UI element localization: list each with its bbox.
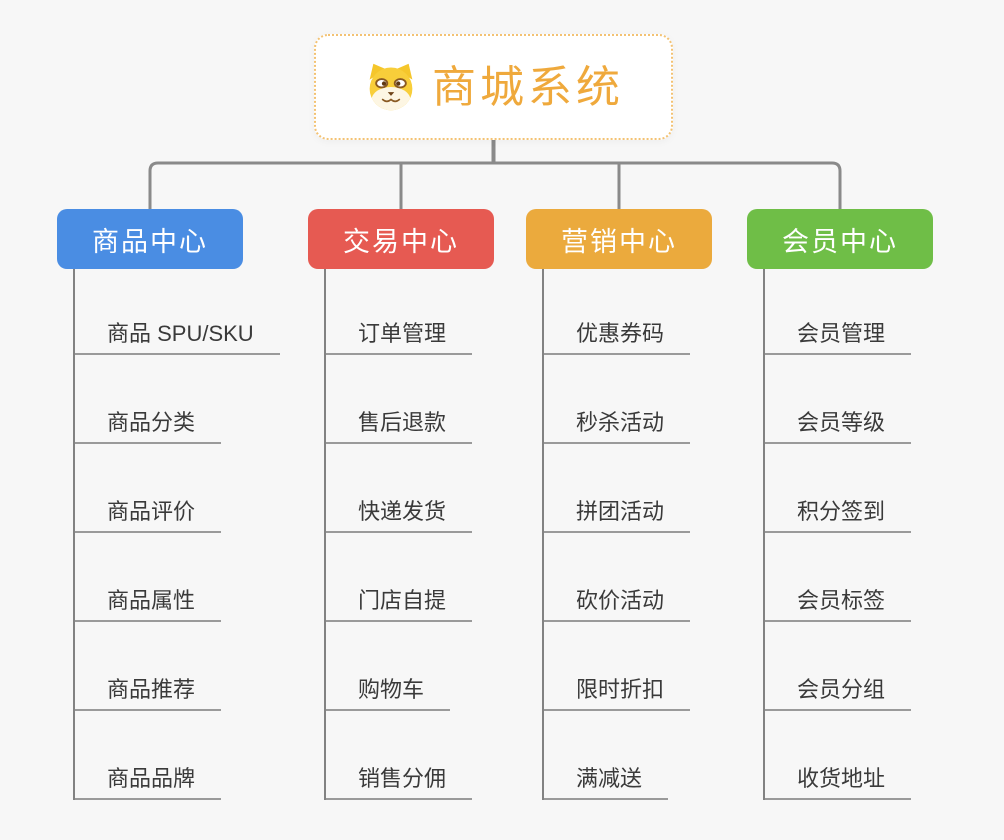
root-title: 商城系统: [432, 63, 624, 112]
leaf-node: 门店自提: [326, 533, 494, 622]
leaf-node: 快递发货: [326, 444, 494, 533]
branch-member-center: 会员中心 会员管理 会员等级 积分签到 会员标签 会员分组 收货地址: [747, 209, 933, 800]
branch-node-marketing-center[interactable]: 营销中心: [526, 209, 712, 269]
leaf-label[interactable]: 秒杀活动: [544, 409, 691, 444]
leaf-node: 优惠券码: [544, 269, 712, 355]
leaf-label[interactable]: 售后退款: [326, 409, 473, 444]
leaf-node: 砍价活动: [544, 533, 712, 622]
dog-icon: [369, 63, 413, 111]
leaf-node: 商品推荐: [75, 622, 243, 711]
branch-trade-center: 交易中心 订单管理 售后退款 快递发货 门店自提 购物车 销售分佣: [308, 209, 494, 800]
leaf-node: 会员标签: [765, 533, 933, 622]
leaf-node: 拼团活动: [544, 444, 712, 533]
branch-product-center: 商品中心 商品 SPU/SKU 商品分类 商品评价 商品属性 商品推荐 商品品牌: [57, 209, 280, 800]
branch-node-trade-center[interactable]: 交易中心: [308, 209, 494, 269]
leaf-label[interactable]: 商品 SPU/SKU: [75, 320, 280, 355]
branch-node-product-center[interactable]: 商品中心: [57, 209, 243, 269]
leaf-label[interactable]: 商品分类: [75, 409, 222, 444]
leaf-label[interactable]: 商品品牌: [75, 765, 222, 800]
leaf-label[interactable]: 收货地址: [765, 765, 912, 800]
leaf-label[interactable]: 快递发货: [326, 498, 473, 533]
leaf-node: 商品分类: [75, 355, 243, 444]
leaf-node: 商品评价: [75, 444, 243, 533]
leaf-label[interactable]: 商品属性: [75, 587, 222, 622]
leaf-label[interactable]: 商品评价: [75, 498, 222, 533]
leaf-node: 收货地址: [765, 711, 933, 800]
leaf-node: 销售分佣: [326, 711, 494, 800]
branch-items-product-center: 商品 SPU/SKU 商品分类 商品评价 商品属性 商品推荐 商品品牌: [73, 269, 280, 800]
branch-items-trade-center: 订单管理 售后退款 快递发货 门店自提 购物车 销售分佣: [324, 269, 494, 800]
leaf-node: 满减送: [544, 711, 712, 800]
leaf-node: 售后退款: [326, 355, 494, 444]
leaf-label[interactable]: 会员标签: [765, 587, 912, 622]
branch-node-member-center[interactable]: 会员中心: [747, 209, 933, 269]
leaf-node: 商品 SPU/SKU: [75, 269, 280, 355]
leaf-label[interactable]: 会员分组: [765, 676, 912, 711]
leaf-node: 秒杀活动: [544, 355, 712, 444]
leaf-node: 商品品牌: [75, 711, 243, 800]
leaf-node: 商品属性: [75, 533, 243, 622]
branch-marketing-center: 营销中心 优惠券码 秒杀活动 拼团活动 砍价活动 限时折扣 满减送: [526, 209, 712, 800]
leaf-node: 会员分组: [765, 622, 933, 711]
leaf-label[interactable]: 商品推荐: [75, 676, 222, 711]
leaf-label[interactable]: 会员等级: [765, 409, 912, 444]
leaf-node: 会员管理: [765, 269, 933, 355]
leaf-label[interactable]: 满减送: [544, 765, 669, 800]
leaf-node: 购物车: [326, 622, 494, 711]
leaf-label[interactable]: 销售分佣: [326, 765, 473, 800]
leaf-label[interactable]: 限时折扣: [544, 676, 691, 711]
leaf-node: 订单管理: [326, 269, 494, 355]
branch-items-marketing-center: 优惠券码 秒杀活动 拼团活动 砍价活动 限时折扣 满减送: [542, 269, 712, 800]
branch-items-member-center: 会员管理 会员等级 积分签到 会员标签 会员分组 收货地址: [763, 269, 933, 800]
leaf-node: 会员等级: [765, 355, 933, 444]
leaf-label[interactable]: 优惠券码: [544, 320, 691, 355]
leaf-label[interactable]: 积分签到: [765, 498, 912, 533]
leaf-label[interactable]: 会员管理: [765, 320, 912, 355]
leaf-label[interactable]: 砍价活动: [544, 587, 691, 622]
leaf-label[interactable]: 拼团活动: [544, 498, 691, 533]
leaf-node: 积分签到: [765, 444, 933, 533]
leaf-node: 限时折扣: [544, 622, 712, 711]
leaf-label[interactable]: 门店自提: [326, 587, 473, 622]
leaf-label[interactable]: 订单管理: [326, 320, 473, 355]
root-node[interactable]: 商城系统: [314, 34, 673, 140]
leaf-label[interactable]: 购物车: [326, 676, 451, 711]
